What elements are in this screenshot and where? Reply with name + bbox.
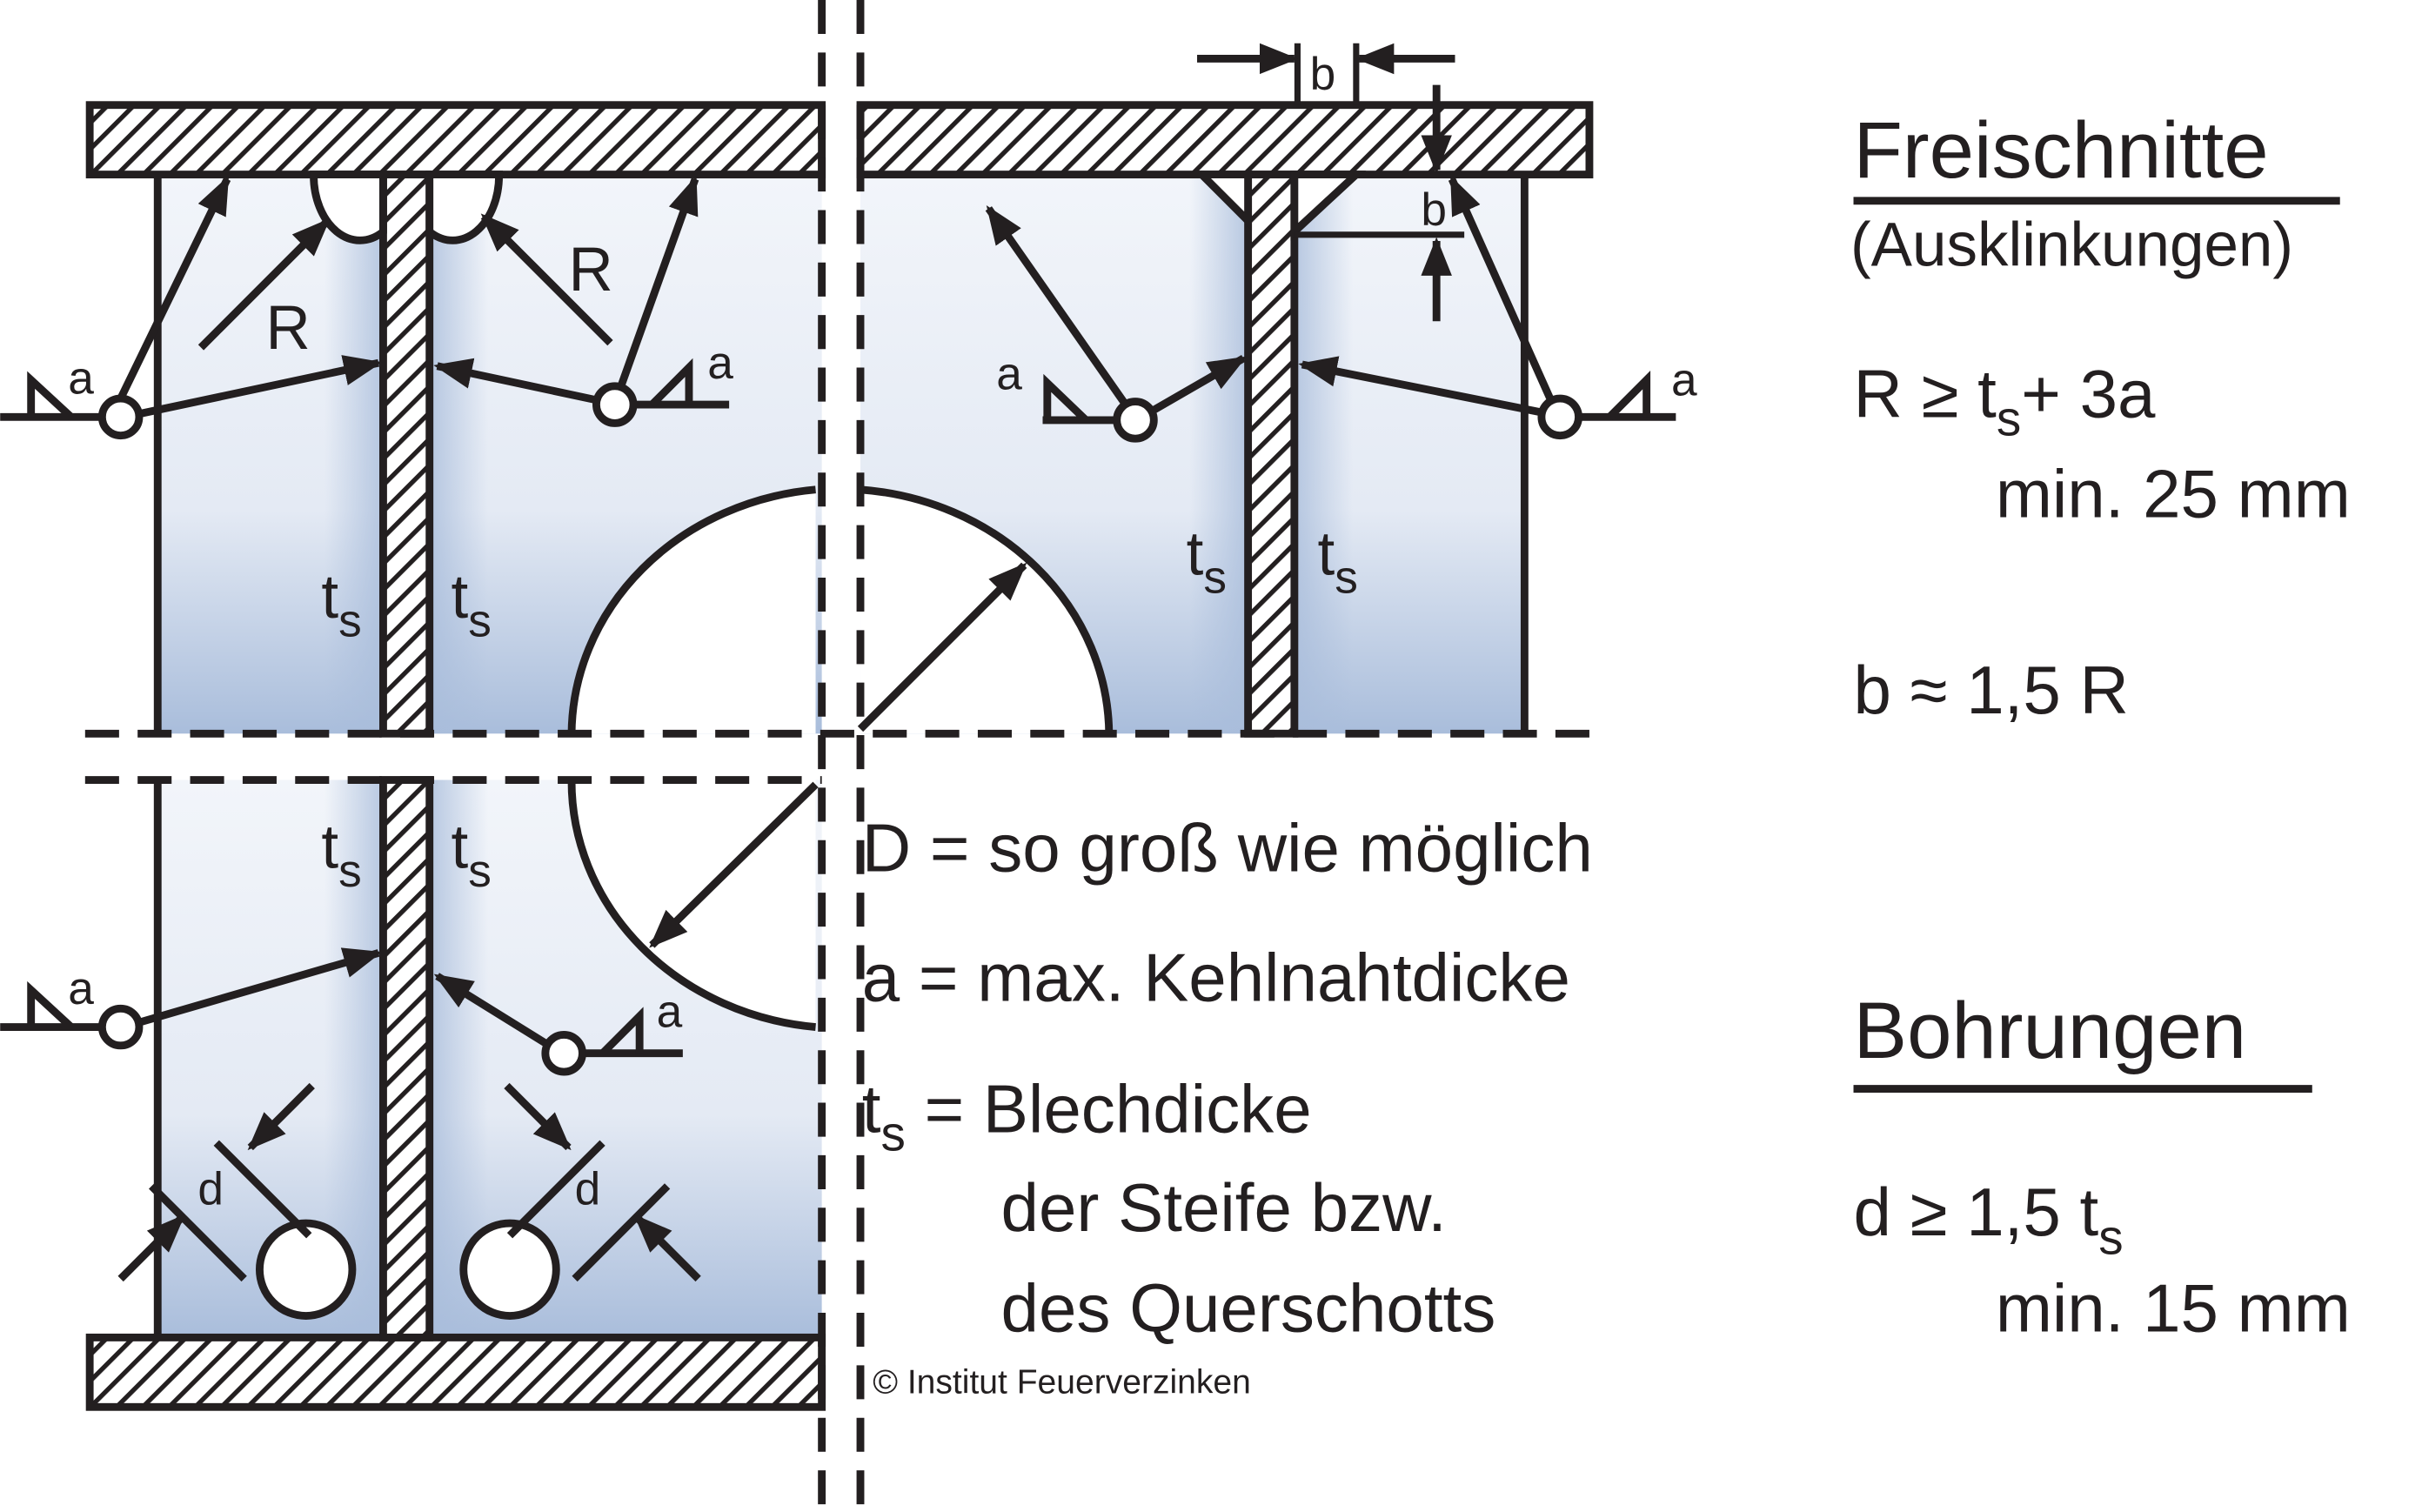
section-lines <box>84 0 1599 1512</box>
svg-text:d: d <box>197 1164 224 1215</box>
svg-text:(Ausklinkungen): (Ausklinkungen) <box>1850 211 2293 279</box>
hole-cutout-D <box>567 485 1114 1031</box>
weld-symbol-6 <box>433 973 683 1076</box>
weld-symbol-4 <box>1298 175 1676 440</box>
svg-text:a: a <box>707 338 733 389</box>
svg-text:min. 15 mm: min. 15 mm <box>1996 1269 2351 1346</box>
bohrungen-title: Bohrungen <box>1854 985 2247 1075</box>
svg-text:a: a <box>657 987 683 1038</box>
svg-text:R: R <box>568 236 612 304</box>
svg-text:a: a <box>68 353 94 405</box>
b-dimensions <box>1197 43 1465 322</box>
weld-symbol-5 <box>0 947 383 1050</box>
svg-text:min. 25 mm: min. 25 mm <box>1996 456 2351 532</box>
svg-text:ts: ts <box>452 563 492 646</box>
svg-text:ts: ts <box>321 813 361 897</box>
bolt-holes <box>117 1082 701 1320</box>
radius-cutouts <box>310 171 1367 244</box>
svg-text:a: a <box>996 348 1022 399</box>
svg-text:d ≥ 1,5 ts: d ≥ 1,5 ts <box>1854 1174 2124 1265</box>
legend: D = so groß wie möglich a = max. Kehlnah… <box>862 809 1593 1401</box>
flanges <box>85 101 1594 1411</box>
legend-ts: ts = Blechdicke <box>862 1070 1312 1161</box>
legend-d: D = so groß wie möglich <box>862 809 1593 886</box>
svg-text:ts: ts <box>1187 519 1227 603</box>
svg-text:a: a <box>68 963 94 1014</box>
svg-text:der Steife bzw.: der Steife bzw. <box>1001 1169 1447 1246</box>
weld-symbol-1 <box>0 175 383 440</box>
radius-arrows <box>197 213 613 351</box>
svg-text:a: a <box>1671 354 1697 405</box>
legend-a: a = max. Kehlnahtdicke <box>862 939 1570 1015</box>
svg-text:d: d <box>575 1164 601 1215</box>
svg-text:b: b <box>1310 49 1336 100</box>
diagram-labels: a a a a a a R R b b d d ts ts ts ts ts t… <box>68 49 1697 1215</box>
svg-text:b ≈ 1,5 R: b ≈ 1,5 R <box>1854 652 2129 728</box>
freischnitte-section: Freischnitte (Ausklinkungen) R ≥ ts+ 3a … <box>1850 104 2351 728</box>
bohrungen-section: Bohrungen d ≥ 1,5 ts min. 15 mm <box>1854 985 2351 1346</box>
svg-text:ts: ts <box>1317 519 1357 603</box>
weld-symbol-3 <box>985 205 1248 443</box>
weld-symbols <box>0 175 1676 1076</box>
stiffeners <box>379 171 1299 1341</box>
svg-text:des Querschotts: des Querschotts <box>1001 1269 1496 1346</box>
web-panels <box>153 174 1529 1338</box>
svg-text:R ≥ ts+ 3a: R ≥ ts+ 3a <box>1854 355 2157 446</box>
copyright: © Institut Feuerverzinken <box>873 1363 1251 1401</box>
svg-text:b: b <box>1421 184 1447 236</box>
freischnitte-title: Freischnitte <box>1854 104 2269 195</box>
svg-text:ts: ts <box>452 813 492 897</box>
svg-text:R: R <box>266 294 311 363</box>
svg-text:ts: ts <box>321 563 361 646</box>
weld-symbol-2 <box>433 175 730 427</box>
